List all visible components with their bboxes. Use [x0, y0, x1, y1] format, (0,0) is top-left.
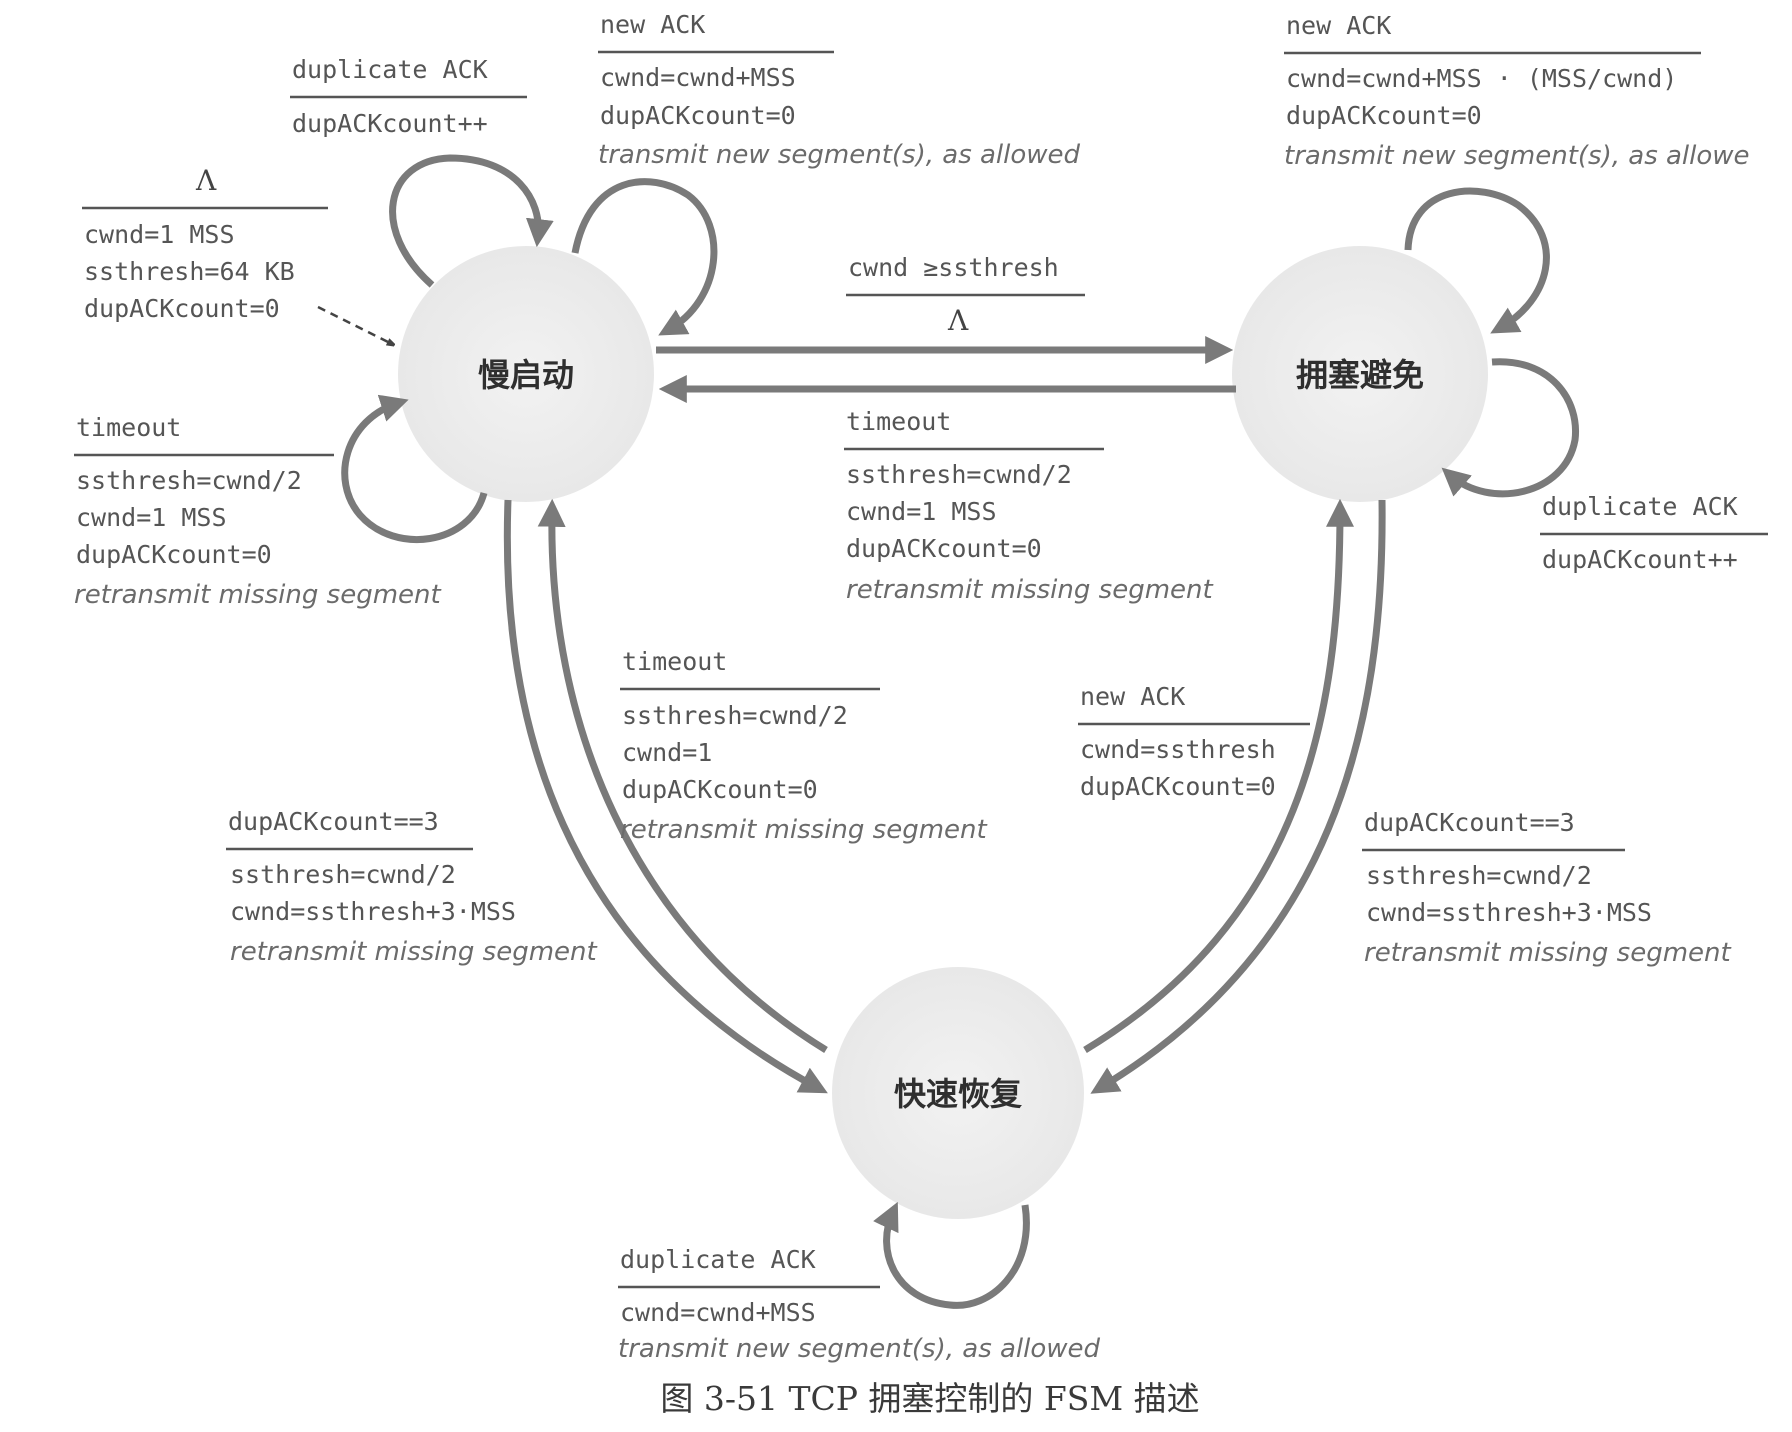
arrow-fr-to-ca [1083, 498, 1354, 1053]
fr-timeout-event: timeout [622, 647, 727, 676]
ss-new-ack-event: new ACK [600, 10, 705, 39]
ss-to-fr-action-1: ssthresh=cwnd/2 [230, 860, 456, 889]
fr-dup-ack-event: duplicate ACK [620, 1245, 816, 1274]
state-circle [398, 246, 654, 502]
fr-timeout-action-1: ssthresh=cwnd/2 [622, 701, 848, 730]
ca-timeout-action-2: cwnd=1 MSS [846, 497, 997, 526]
fr-new-ack-action-2: dupACKcount=0 [1080, 772, 1276, 801]
fr-timeout-action-2: cwnd=1 [622, 738, 712, 767]
ss-new-ack-action-1: cwnd=cwnd+MSS [600, 63, 796, 92]
ca-dup-ack-action-1: dupACKcount++ [1542, 545, 1738, 574]
ss-new-ack-note: transmit new segment(s), as allowed [598, 140, 1081, 170]
init-lambda: Λ [195, 164, 217, 197]
init-action-1: cwnd=1 MSS [84, 220, 235, 249]
ca-to-fr-action-1: ssthresh=cwnd/2 [1366, 861, 1592, 890]
label-fr-timeout: timeout ssthresh=cwnd/2 cwnd=1 dupACKcou… [620, 647, 987, 845]
ca-to-fr-event: dupACKcount==3 [1364, 808, 1575, 837]
ca-new-ack-event: new ACK [1286, 11, 1391, 40]
ss-dup-ack-event: duplicate ACK [292, 55, 488, 84]
label-fr-dup-ack: duplicate ACK cwnd=cwnd+MSS transmit new… [618, 1245, 1101, 1364]
figure-caption: 图 3-51 TCP 拥塞控制的 FSM 描述 [660, 1379, 1199, 1418]
arrow-ss-new-ack-loop [571, 178, 718, 336]
fr-new-ack-action-1: cwnd=ssthresh [1080, 735, 1276, 764]
arrow-initial [317, 305, 392, 344]
arrow-fr-to-ss [537, 498, 828, 1053]
ca-timeout-event: timeout [846, 407, 951, 436]
ca-timeout-note: retransmit missing segment [846, 575, 1213, 605]
ca-to-fr-action-2: cwnd=ssthresh+3·MSS [1366, 898, 1652, 927]
label-ca-new-ack: new ACK cwnd=cwnd+MSS · (MSS/cwnd) dupAC… [1284, 11, 1750, 171]
ss-timeout-note: retransmit missing segment [74, 580, 441, 610]
arrow-ca-dup-ack-loop [1441, 358, 1580, 498]
ca-timeout-action-3: dupACKcount=0 [846, 534, 1042, 563]
ca-new-ack-action-2: dupACKcount=0 [1286, 101, 1482, 130]
ca-dup-ack-event: duplicate ACK [1542, 492, 1738, 521]
ss-timeout-action-3: dupACKcount=0 [76, 540, 272, 569]
state-label-congestion-avoidance: 拥塞避免 [1296, 356, 1424, 394]
label-fr-new-ack: new ACK cwnd=ssthresh dupACKcount=0 [1078, 682, 1310, 801]
state-circle [832, 967, 1084, 1219]
state-fast-recovery: 快速恢复 [832, 967, 1084, 1219]
ca-timeout-action-1: ssthresh=cwnd/2 [846, 460, 1072, 489]
init-action-2: ssthresh=64 KB [84, 257, 295, 286]
label-ss-dup-ack: duplicate ACK dupACKcount++ [290, 55, 527, 138]
arrow-ss-to-fr [503, 499, 828, 1094]
label-ss-to-ca: cwnd ≥ssthresh Λ [846, 253, 1085, 337]
init-action-3: dupACKcount=0 [84, 294, 280, 323]
ss-timeout-action-2: cwnd=1 MSS [76, 503, 227, 532]
state-congestion-avoidance: 拥塞避免 [1232, 246, 1488, 502]
fr-timeout-note: retransmit missing segment [620, 815, 987, 845]
ss-timeout-action-1: ssthresh=cwnd/2 [76, 466, 302, 495]
label-ca-dup-ack: duplicate ACK dupACKcount++ [1540, 492, 1768, 574]
arrow-ca-new-ack-loop [1404, 187, 1550, 334]
ca-new-ack-note: transmit new segment(s), as allowe [1284, 141, 1750, 171]
arrow-ca-to-fr [1090, 499, 1386, 1094]
label-ca-to-fr: dupACKcount==3 ssthresh=cwnd/2 cwnd=ssth… [1362, 808, 1731, 968]
label-ca-timeout: timeout ssthresh=cwnd/2 cwnd=1 MSS dupAC… [844, 407, 1213, 605]
fr-new-ack-event: new ACK [1080, 682, 1185, 711]
ss-timeout-event: timeout [76, 413, 181, 442]
state-slow-start: 慢启动 [398, 246, 654, 502]
ca-to-fr-note: retransmit missing segment [1364, 938, 1731, 968]
state-label-fast-recovery: 快速恢复 [894, 1075, 1022, 1113]
label-ss-new-ack: new ACK cwnd=cwnd+MSS dupACKcount=0 tran… [598, 10, 1081, 170]
ss-dup-ack-action-1: dupACKcount++ [292, 109, 488, 138]
ss-to-fr-action-2: cwnd=ssthresh+3·MSS [230, 897, 516, 926]
fr-dup-ack-action-1: cwnd=cwnd+MSS [620, 1298, 816, 1327]
label-ss-to-fr: dupACKcount==3 ssthresh=cwnd/2 cwnd=ssth… [226, 807, 597, 967]
state-label-slow-start: 慢启动 [478, 356, 574, 394]
arrow-ss-dup-ack-loop [389, 154, 554, 288]
ca-new-ack-action-1: cwnd=cwnd+MSS · (MSS/cwnd) [1286, 64, 1677, 93]
state-circle [1232, 246, 1488, 502]
arrow-fr-dup-ack-loop [873, 1201, 1030, 1309]
ss-new-ack-action-2: dupACKcount=0 [600, 101, 796, 130]
ss-to-ca-lambda: Λ [947, 304, 969, 337]
label-initial: Λ cwnd=1 MSS ssthresh=64 KB dupACKcount=… [82, 164, 328, 323]
fr-dup-ack-note: transmit new segment(s), as allowed [618, 1334, 1101, 1364]
ss-to-ca-event: cwnd ≥ssthresh [848, 253, 1059, 282]
label-ss-timeout: timeout ssthresh=cwnd/2 cwnd=1 MSS dupAC… [74, 413, 441, 610]
ss-to-fr-event: dupACKcount==3 [228, 807, 439, 836]
arrow-ss-timeout-loop [341, 394, 488, 544]
fr-timeout-action-3: dupACKcount=0 [622, 775, 818, 804]
ss-to-fr-note: retransmit missing segment [230, 937, 597, 967]
